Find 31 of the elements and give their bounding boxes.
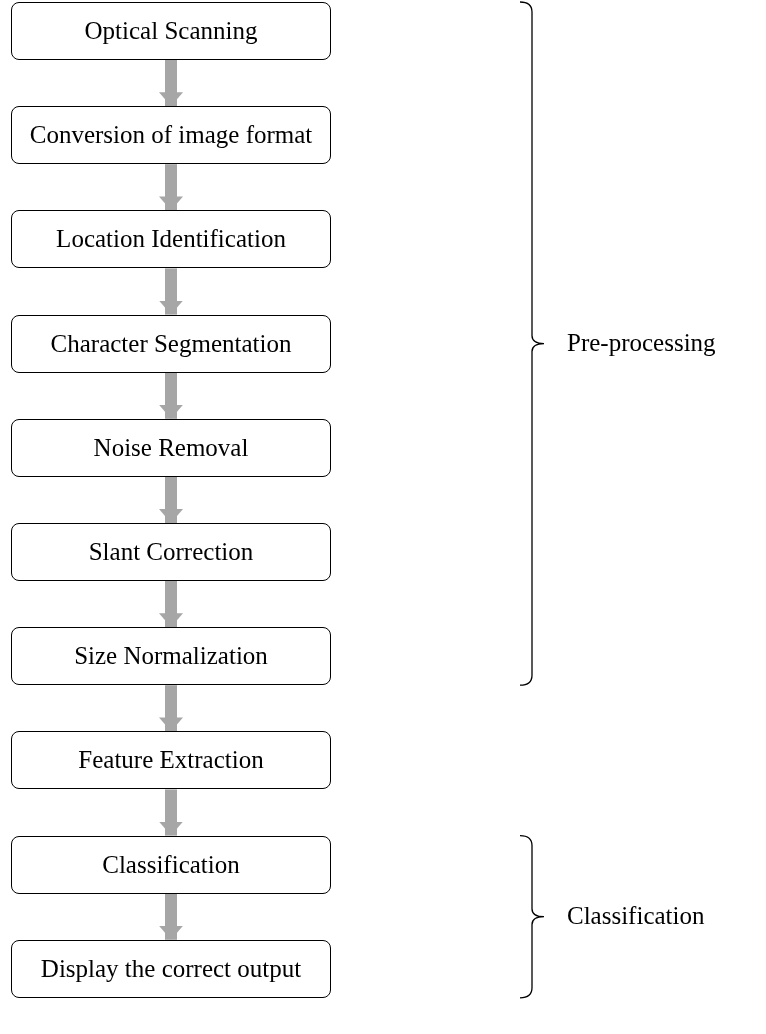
arrow xyxy=(159,893,183,940)
arrow xyxy=(159,685,183,732)
process-box xyxy=(11,2,331,60)
group-label: Classification xyxy=(567,901,705,930)
step-label: Conversion of image format xyxy=(29,121,313,150)
step-label: Character Segmentation xyxy=(50,329,292,358)
process-box xyxy=(11,314,331,373)
step-label: Noise Removal xyxy=(93,433,249,462)
process-box xyxy=(11,210,331,269)
arrow xyxy=(159,372,183,419)
arrow xyxy=(159,789,183,836)
process-box xyxy=(11,835,331,894)
arrow xyxy=(159,164,183,211)
group-label: Pre-processing xyxy=(567,328,716,357)
step-label: Feature Extraction xyxy=(78,746,264,775)
step-label: Display the correct output xyxy=(40,954,302,983)
process-box xyxy=(11,106,331,165)
step-label: Slant Correction xyxy=(88,538,254,566)
process-box xyxy=(11,939,331,998)
process-box xyxy=(11,731,331,790)
process-box xyxy=(11,418,331,477)
step-label: Optical Scanning xyxy=(84,17,258,45)
arrow xyxy=(159,60,183,107)
process-box xyxy=(11,627,331,686)
step-label: Classification xyxy=(102,850,240,879)
step-label: Location Identification xyxy=(56,225,286,254)
arrow xyxy=(159,476,183,523)
arrow xyxy=(159,581,183,628)
step-label: Size Normalization xyxy=(74,642,268,671)
arrow xyxy=(159,268,183,315)
process-box xyxy=(11,523,331,581)
